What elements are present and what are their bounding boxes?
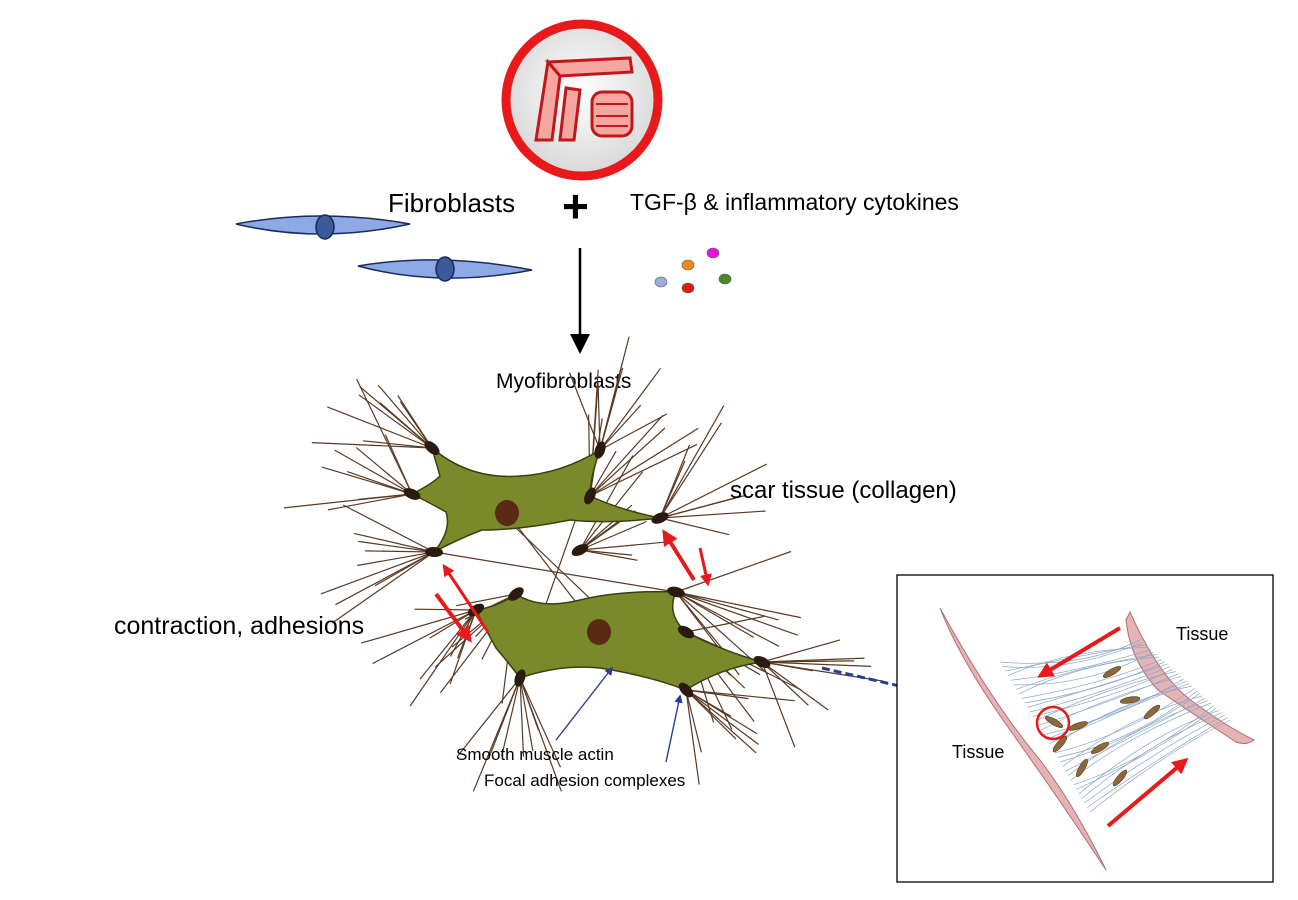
tissue-inset: Tissue Tissue (896, 574, 1274, 883)
smooth-muscle-actin-label: Smooth muscle actin (456, 745, 614, 764)
fibroblast-cells (235, 214, 533, 282)
contraction-label: contraction, adhesions (114, 612, 364, 640)
cytokines-label: TGF-β & inflammatory cytokines (630, 189, 959, 215)
plus-sign: + (562, 180, 589, 232)
myofibroblast-upper (410, 445, 661, 553)
contraction-arrows (434, 529, 712, 643)
focal-adhesion-label: Focal adhesion complexes (484, 771, 685, 790)
focal-adhesion-pointer (665, 694, 683, 763)
focal-adhesions (403, 440, 771, 698)
hand-gripping-icon (501, 19, 663, 181)
scar-tissue-label: scar tissue (collagen) (730, 477, 957, 504)
fibroblasts-label: Fibroblasts (388, 188, 515, 218)
tissue-label-lower-left: Tissue (952, 742, 1004, 762)
collagen-fiber-network (283, 336, 884, 792)
cytokine-dots (654, 247, 732, 294)
tissue-label-upper-right: Tissue (1176, 624, 1228, 644)
smooth-muscle-pointer (555, 666, 614, 741)
myofibroblasts-label: Myofibroblasts (496, 370, 631, 393)
